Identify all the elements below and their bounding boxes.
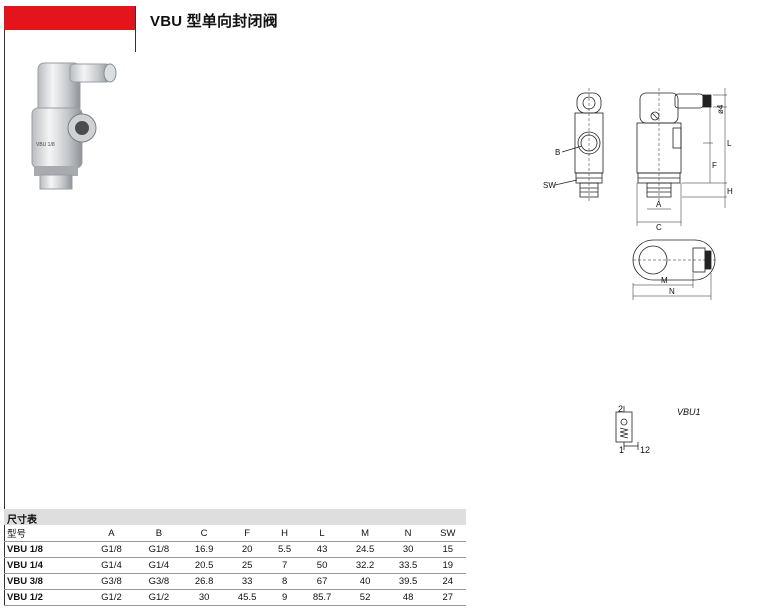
col-header: SW xyxy=(429,525,466,542)
table-cell: 19 xyxy=(429,557,466,574)
table-cell: 85.7 xyxy=(300,589,344,606)
table-cell: 26.8 xyxy=(182,573,226,590)
table-cell: G1/8 xyxy=(87,541,136,558)
col-header: N xyxy=(386,525,430,542)
table-cell: 24 xyxy=(429,573,466,590)
table-header-row: 型号 A B C F H L M N SW xyxy=(4,525,466,542)
table-cell: G1/2 xyxy=(87,589,136,606)
table-cell: 5.5 xyxy=(268,541,301,558)
header-red-bar xyxy=(4,6,135,30)
label-c: C xyxy=(656,223,662,232)
table-cell: 27 xyxy=(429,589,466,606)
col-header: L xyxy=(300,525,344,542)
table-cell: 30 xyxy=(386,541,430,558)
table-cell: VBU 3/8 xyxy=(4,573,88,590)
label-a: A xyxy=(656,200,662,209)
table-cell: 16.9 xyxy=(182,541,226,558)
dimension-table: 尺寸表 型号 A B C F H L M N SW VBU 1/8 G1/8 G… xyxy=(4,509,466,606)
table-cell: 43 xyxy=(300,541,344,558)
col-header: A xyxy=(87,525,136,542)
table-cell: G3/8 xyxy=(135,573,183,590)
table-cell: 32.2 xyxy=(343,557,387,574)
col-header: M xyxy=(343,525,387,542)
label-h: H xyxy=(727,187,733,196)
table-cell: G1/8 xyxy=(135,541,183,558)
label-sw: SW xyxy=(543,181,556,190)
header-divider-line xyxy=(135,6,136,52)
table-cell: VBU 1/4 xyxy=(4,557,88,574)
table-row: VBU 1/2 G1/2 G1/2 30 45.5 9 85.7 52 48 2… xyxy=(4,589,466,606)
table-cell: VBU 1/8 xyxy=(4,541,88,558)
symbol-port-12: 12 xyxy=(640,445,651,455)
side-view: ø4 L F H A C xyxy=(636,88,733,232)
table-cell: 39.5 xyxy=(386,573,430,590)
table-cell: 40 xyxy=(343,573,387,590)
table-cell: 24.5 xyxy=(343,541,387,558)
svg-text:VBU 1/8: VBU 1/8 xyxy=(36,142,55,148)
symbol-code: VBU1 xyxy=(677,407,701,417)
col-header: 型号 xyxy=(4,525,88,542)
table-cell: 45.5 xyxy=(225,589,269,606)
table-cell: G1/2 xyxy=(135,589,183,606)
label-f: F xyxy=(712,161,717,170)
table-cell: 9 xyxy=(268,589,301,606)
table-cell: 7 xyxy=(268,557,301,574)
table-cell: 33 xyxy=(225,573,269,590)
table-cell: 8 xyxy=(268,573,301,590)
valve-symbol xyxy=(615,406,639,450)
table-cell: 20.5 xyxy=(182,557,226,574)
left-border-line xyxy=(4,6,5,606)
table-cell: 50 xyxy=(300,557,344,574)
table-cell: 52 xyxy=(343,589,387,606)
table-cell: G3/8 xyxy=(87,573,136,590)
col-header: B xyxy=(135,525,183,542)
dimension-drawing: B SW ø4 L F H A C xyxy=(543,88,733,300)
label-n: N xyxy=(669,287,675,296)
table-row: VBU 1/4 G1/4 G1/4 20.5 25 7 50 32.2 33.5… xyxy=(4,557,466,574)
table-row: VBU 1/8 G1/8 G1/8 16.9 20 5.5 43 24.5 30… xyxy=(4,541,466,558)
table-cell: 48 xyxy=(386,589,430,606)
table-cell: VBU 1/2 xyxy=(4,589,88,606)
label-l: L xyxy=(727,139,732,148)
table-cell: 25 xyxy=(225,557,269,574)
symbol-port-2: 2 xyxy=(618,404,624,414)
table-cell: 15 xyxy=(429,541,466,558)
label-m: M xyxy=(661,276,668,285)
col-header: H xyxy=(268,525,301,542)
label-b: B xyxy=(555,148,560,157)
table-cell: 33.5 xyxy=(386,557,430,574)
front-view: B SW xyxy=(543,88,604,203)
top-view: M N xyxy=(632,239,716,300)
table-cell: 20 xyxy=(225,541,269,558)
page-title: VBU 型单向封闭阀 xyxy=(150,13,278,30)
label-d4: ø4 xyxy=(716,104,725,114)
col-header: F xyxy=(225,525,269,542)
product-photo: VBU 1/8 xyxy=(31,62,117,190)
table-cell: 30 xyxy=(182,589,226,606)
table-cell: G1/4 xyxy=(135,557,183,574)
symbol-port-1: 1 xyxy=(619,445,625,455)
table-cell: 67 xyxy=(300,573,344,590)
table-title: 尺寸表 xyxy=(4,509,466,526)
table-row: VBU 3/8 G3/8 G3/8 26.8 33 8 67 40 39.5 2… xyxy=(4,573,466,590)
col-header: C xyxy=(182,525,226,542)
table-cell: G1/4 xyxy=(87,557,136,574)
